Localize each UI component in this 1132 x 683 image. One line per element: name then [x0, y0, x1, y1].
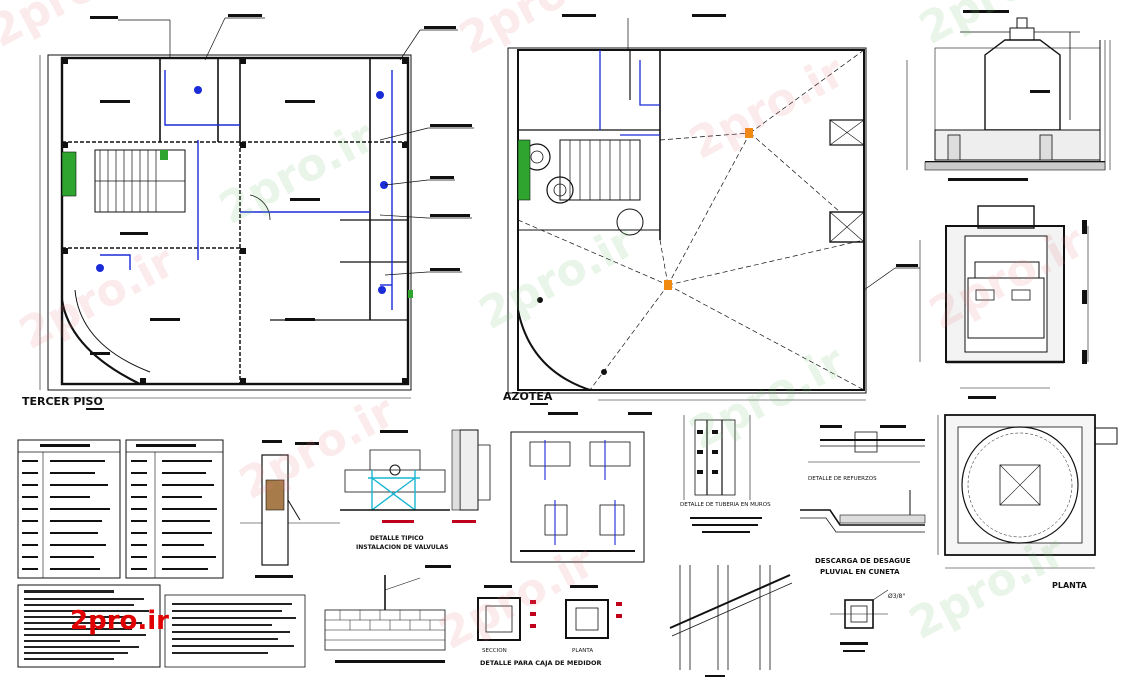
- third-floor-title: TERCER PISO: [22, 395, 103, 408]
- diagonal-pipe-detail: [669, 565, 793, 677]
- drain-box-detail: [830, 589, 889, 652]
- cistern-plan-detail: [937, 414, 1118, 569]
- tank-elevation-detail: [906, 10, 1111, 171]
- section-label: SECCION: [482, 648, 507, 654]
- brand-logo-text: 2pro.ir: [70, 606, 169, 636]
- pipe-size-note: Ø3/8": [888, 593, 905, 600]
- ventilation-detail: [324, 575, 446, 663]
- pipes-in-walls-detail: [683, 415, 751, 500]
- pipe-sleeve-detail: [240, 454, 340, 578]
- meter-box-title: DETALLE PARA CAJA DE MEDIDOR: [480, 659, 602, 667]
- plan-label: PLANTA: [572, 648, 593, 654]
- sanitary-fixtures-detail: [510, 431, 645, 563]
- pipes-in-walls-title: DETALLE DE TUBERIA EN MUROS: [680, 502, 771, 508]
- valve-installation-detail: [340, 429, 491, 511]
- cistern-plan-title: PLANTA: [1052, 581, 1088, 590]
- typical-detail-subtitle: INSTALACION DE VALVULAS: [356, 544, 449, 551]
- general-notes: [17, 584, 306, 668]
- misc-annotations: [262, 412, 652, 568]
- third-floor-plan: [39, 14, 474, 399]
- drain-title-line1: DESCARGA DE DESAGUE: [815, 557, 911, 565]
- reinforcement-title: DETALLE DE REFUERZOS: [808, 476, 877, 482]
- roof-title: AZOTEA: [503, 390, 553, 403]
- drain-gutter-detail: [800, 490, 926, 533]
- legend-tables: [17, 439, 224, 579]
- legend-rows: [22, 444, 217, 570]
- meter-box-detail: [477, 585, 622, 641]
- cistern-section-detail: [919, 205, 1089, 389]
- reinforcement-detail: [808, 425, 925, 463]
- typical-detail-title: DETALLE TIPICO: [370, 535, 424, 542]
- drain-title-line2: PLUVIAL EN CUNETA: [820, 568, 900, 576]
- roof-plan: [507, 14, 920, 401]
